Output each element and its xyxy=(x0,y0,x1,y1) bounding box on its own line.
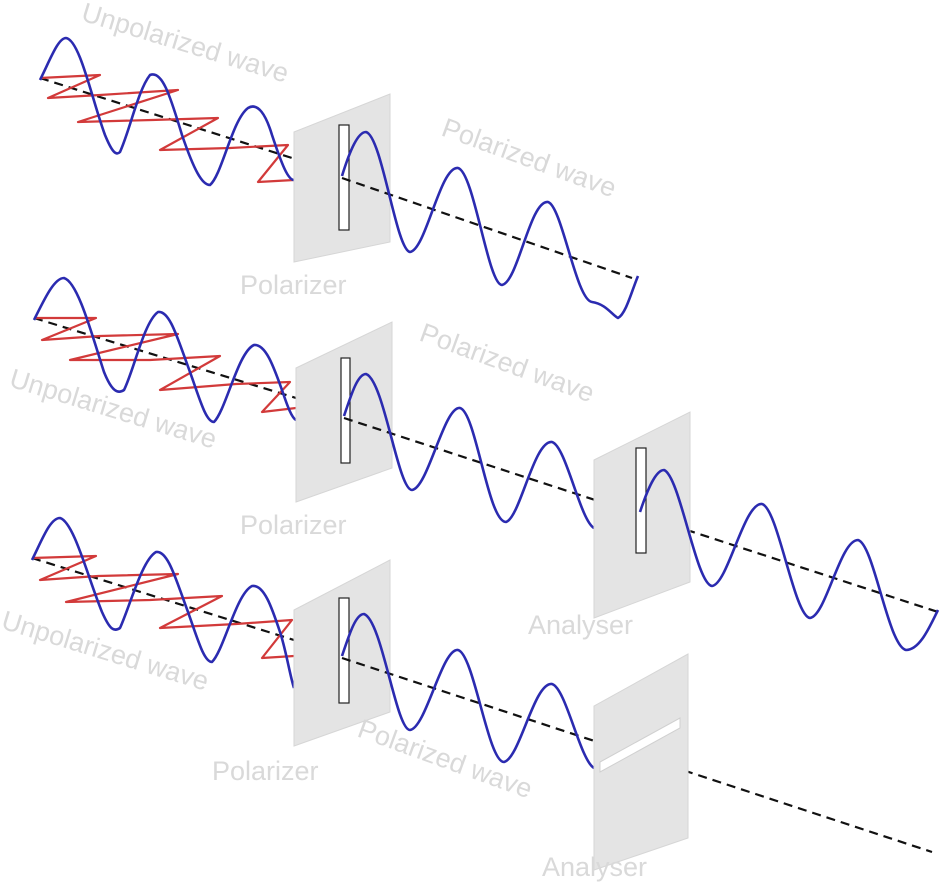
label-analyser: Analyser xyxy=(528,610,633,640)
propagation-axis-transmitted xyxy=(341,656,933,854)
propagation-axis-incident xyxy=(33,316,297,400)
polarized-wave xyxy=(340,612,595,770)
polarized-wave-after-analyser xyxy=(638,468,940,652)
analyser-plate xyxy=(593,653,689,871)
label-polarizer: Polarizer xyxy=(240,270,347,300)
label-polarized-wave: Polarized wave xyxy=(416,317,598,408)
label-polarizer: Polarizer xyxy=(212,756,319,786)
unpolarized-horizontal-component xyxy=(34,316,297,414)
row-2: Polarized wave Unpolarized wave Polarize… xyxy=(6,276,940,652)
label-polarizer: Polarizer xyxy=(240,510,347,540)
unpolarized-horizontal-component xyxy=(31,554,295,660)
label-unpolarized-wave: Unpolarized wave xyxy=(6,363,220,454)
unpolarized-vertical-component xyxy=(38,36,295,187)
polarized-wave xyxy=(340,130,640,320)
polarizer-slit-vertical xyxy=(338,124,350,231)
row-3: Unpolarized wave Polarized wave Polarize… xyxy=(0,516,933,882)
analyser-slit-vertical xyxy=(635,447,647,554)
label-unpolarized-wave: Unpolarized wave xyxy=(78,0,292,88)
unpolarized-vertical-component xyxy=(32,276,297,424)
analyser-slit-horizontal xyxy=(599,717,681,773)
polarized-wave-between xyxy=(342,372,595,530)
unpolarized-vertical-component xyxy=(30,516,296,689)
label-polarized-wave: Polarized wave xyxy=(438,112,620,203)
row-1: Unpolarized wave Polarized wave Polarize… xyxy=(38,0,640,320)
unpolarized-horizontal-component xyxy=(39,73,295,184)
label-analyser: Analyser xyxy=(542,852,647,882)
